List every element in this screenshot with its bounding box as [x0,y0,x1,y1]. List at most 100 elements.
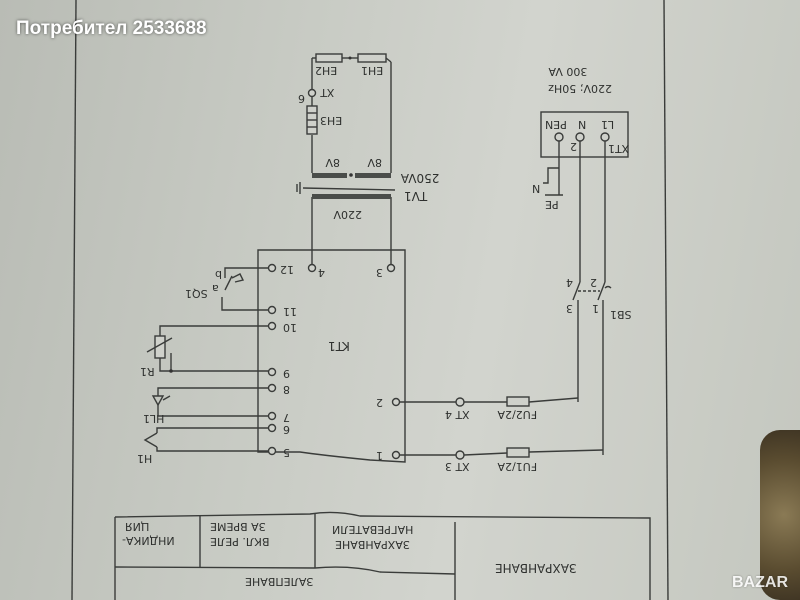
table-indication-label: ИНДИКА- [122,534,175,547]
heaters-xt6-label: XT [320,86,334,99]
bazar-logo: BAZAR [732,574,788,591]
function-table: ЦИЯ ИНДИКА- ЗА ВРЕМЕ ВКЛ. РЕЛЕ НАГРЕВАТЕ… [114,511,651,600]
components-hl1-label: HL1 [143,412,164,425]
circle-mark [455,397,465,407]
line-mark [528,397,579,403]
rect-mark [315,53,343,63]
relay-pins-6-label: 7 [283,411,290,424]
path-mark [221,297,268,311]
terminal_block-pins-0-label: L1 [601,118,614,131]
circle-mark [348,56,352,60]
transformer-name-label: TV1 [404,189,428,203]
components-r1-label: R1 [140,365,155,378]
connectors-xt3-label: XT 3 [445,460,470,473]
terminal_block-name-label: XT1 [608,142,629,155]
components-sq1-label: SQ1 [185,287,208,300]
relay-pins-8-label: 9 [283,367,290,380]
circle-mark [600,132,610,142]
line-mark [146,337,173,353]
rect-mark [357,53,387,63]
path-mark [156,447,268,452]
rect-mark [312,173,347,178]
fuses-fu1-label: FU1/2A [497,460,537,473]
path-mark [159,325,268,336]
path-mark [543,167,559,184]
path-mark [604,285,612,289]
path-mark [257,249,406,463]
table-heaters_supply-label: ЗАХРАНВАНЕ [335,538,410,551]
terminal_block-pins-1-label: N [578,118,586,131]
relay-pins-0-label: 1 [376,449,383,462]
supply-voltage-label: 220V; 50Hz [548,82,612,95]
relay-pins-9-label: 10 [283,321,297,334]
circle-mark [267,321,277,331]
circle-mark [575,132,585,142]
fuses-fu2-label: FU2/2A [497,408,537,421]
path-mark [151,395,165,407]
relay-pins-5-label: 6 [283,423,290,436]
relay-pins-11-label: 12 [280,263,294,276]
components-h1-label: H1 [137,452,152,465]
transformer-tv1: 220V 8V 8V 250VA TV1 [296,156,439,264]
switch-contacts-3-label: 4 [566,276,573,289]
relay-label: KT1 [328,339,350,353]
switch-contacts-1-label: 2 [590,276,597,289]
heaters-eh3-label: EH3 [320,114,342,127]
circle-mark [307,263,317,273]
table-relay_on-label: ВКЛ. РЕЛЕ [210,535,269,548]
transformer-primary-label: 220V [333,208,362,221]
relay-pins-10-label: 11 [283,305,297,318]
terminal_block-pins-2-label: PEN [545,118,567,131]
supply-power-label: 300 VA [548,65,587,78]
circle-mark [349,173,353,177]
relay-pins-4-label: 5 [283,446,290,459]
line-mark [162,395,171,401]
heaters: EH3 XT 6 EH2 EH1 [298,53,392,173]
path-mark [156,427,268,433]
path-mark [231,273,245,283]
relay-pins-7-label: 8 [283,383,290,396]
circle-mark [267,367,277,377]
circle-mark [307,88,317,98]
heaters-xt6_num-label: 6 [298,92,305,105]
circle-mark [554,132,564,142]
rect-mark [312,194,391,199]
pe-pe-label: PE [545,198,559,211]
path-mark [159,358,268,372]
circle-mark [455,450,465,460]
circle-mark [267,446,277,456]
table-supply-label: ЗАХРАНВАНЕ [495,561,577,575]
relay-pins-2-label: 3 [376,266,383,279]
transformer-secondary_left-label: 8V [325,156,340,169]
components-sq1_b-label: b [215,268,222,281]
path-mark [143,432,158,448]
terminal-xt1: 300 VA 220V; 50Hz PEN N L1 2 XT1 N PE [532,65,629,282]
switch-name-label: SB1 [610,308,632,321]
path-mark [157,387,268,396]
heaters-eh1-label: EH1 [361,64,383,77]
circle-mark [267,305,277,315]
table-relay_on2-label: ЗА ВРЕМЕ [210,520,266,533]
line-mark [385,57,392,63]
brass-object [760,430,800,600]
line-mark [463,452,508,456]
line-mark [528,449,604,453]
page-border-right [663,0,669,600]
line-mark [224,275,233,291]
table-heaters_supply2-label: НАГРЕВАТЕЛИ [332,523,413,536]
circle-mark [267,411,277,421]
switch-sb1: 4 2 3 1 SB1 [566,276,632,455]
heaters-eh2-label: EH2 [315,64,337,77]
terminal_block-pin_numbers-1-label: 2 [570,140,577,153]
rect-mark [506,396,530,407]
components-sq1_a-label: a [212,282,219,295]
line-mark [572,281,581,301]
circle-mark [391,397,401,407]
table-indication2-label: ЦИЯ [125,520,149,533]
circle-mark [391,450,401,460]
path-mark [157,405,268,417]
pe-n-label: N [532,182,540,195]
circle-mark [267,383,277,393]
rect-mark [506,447,530,458]
